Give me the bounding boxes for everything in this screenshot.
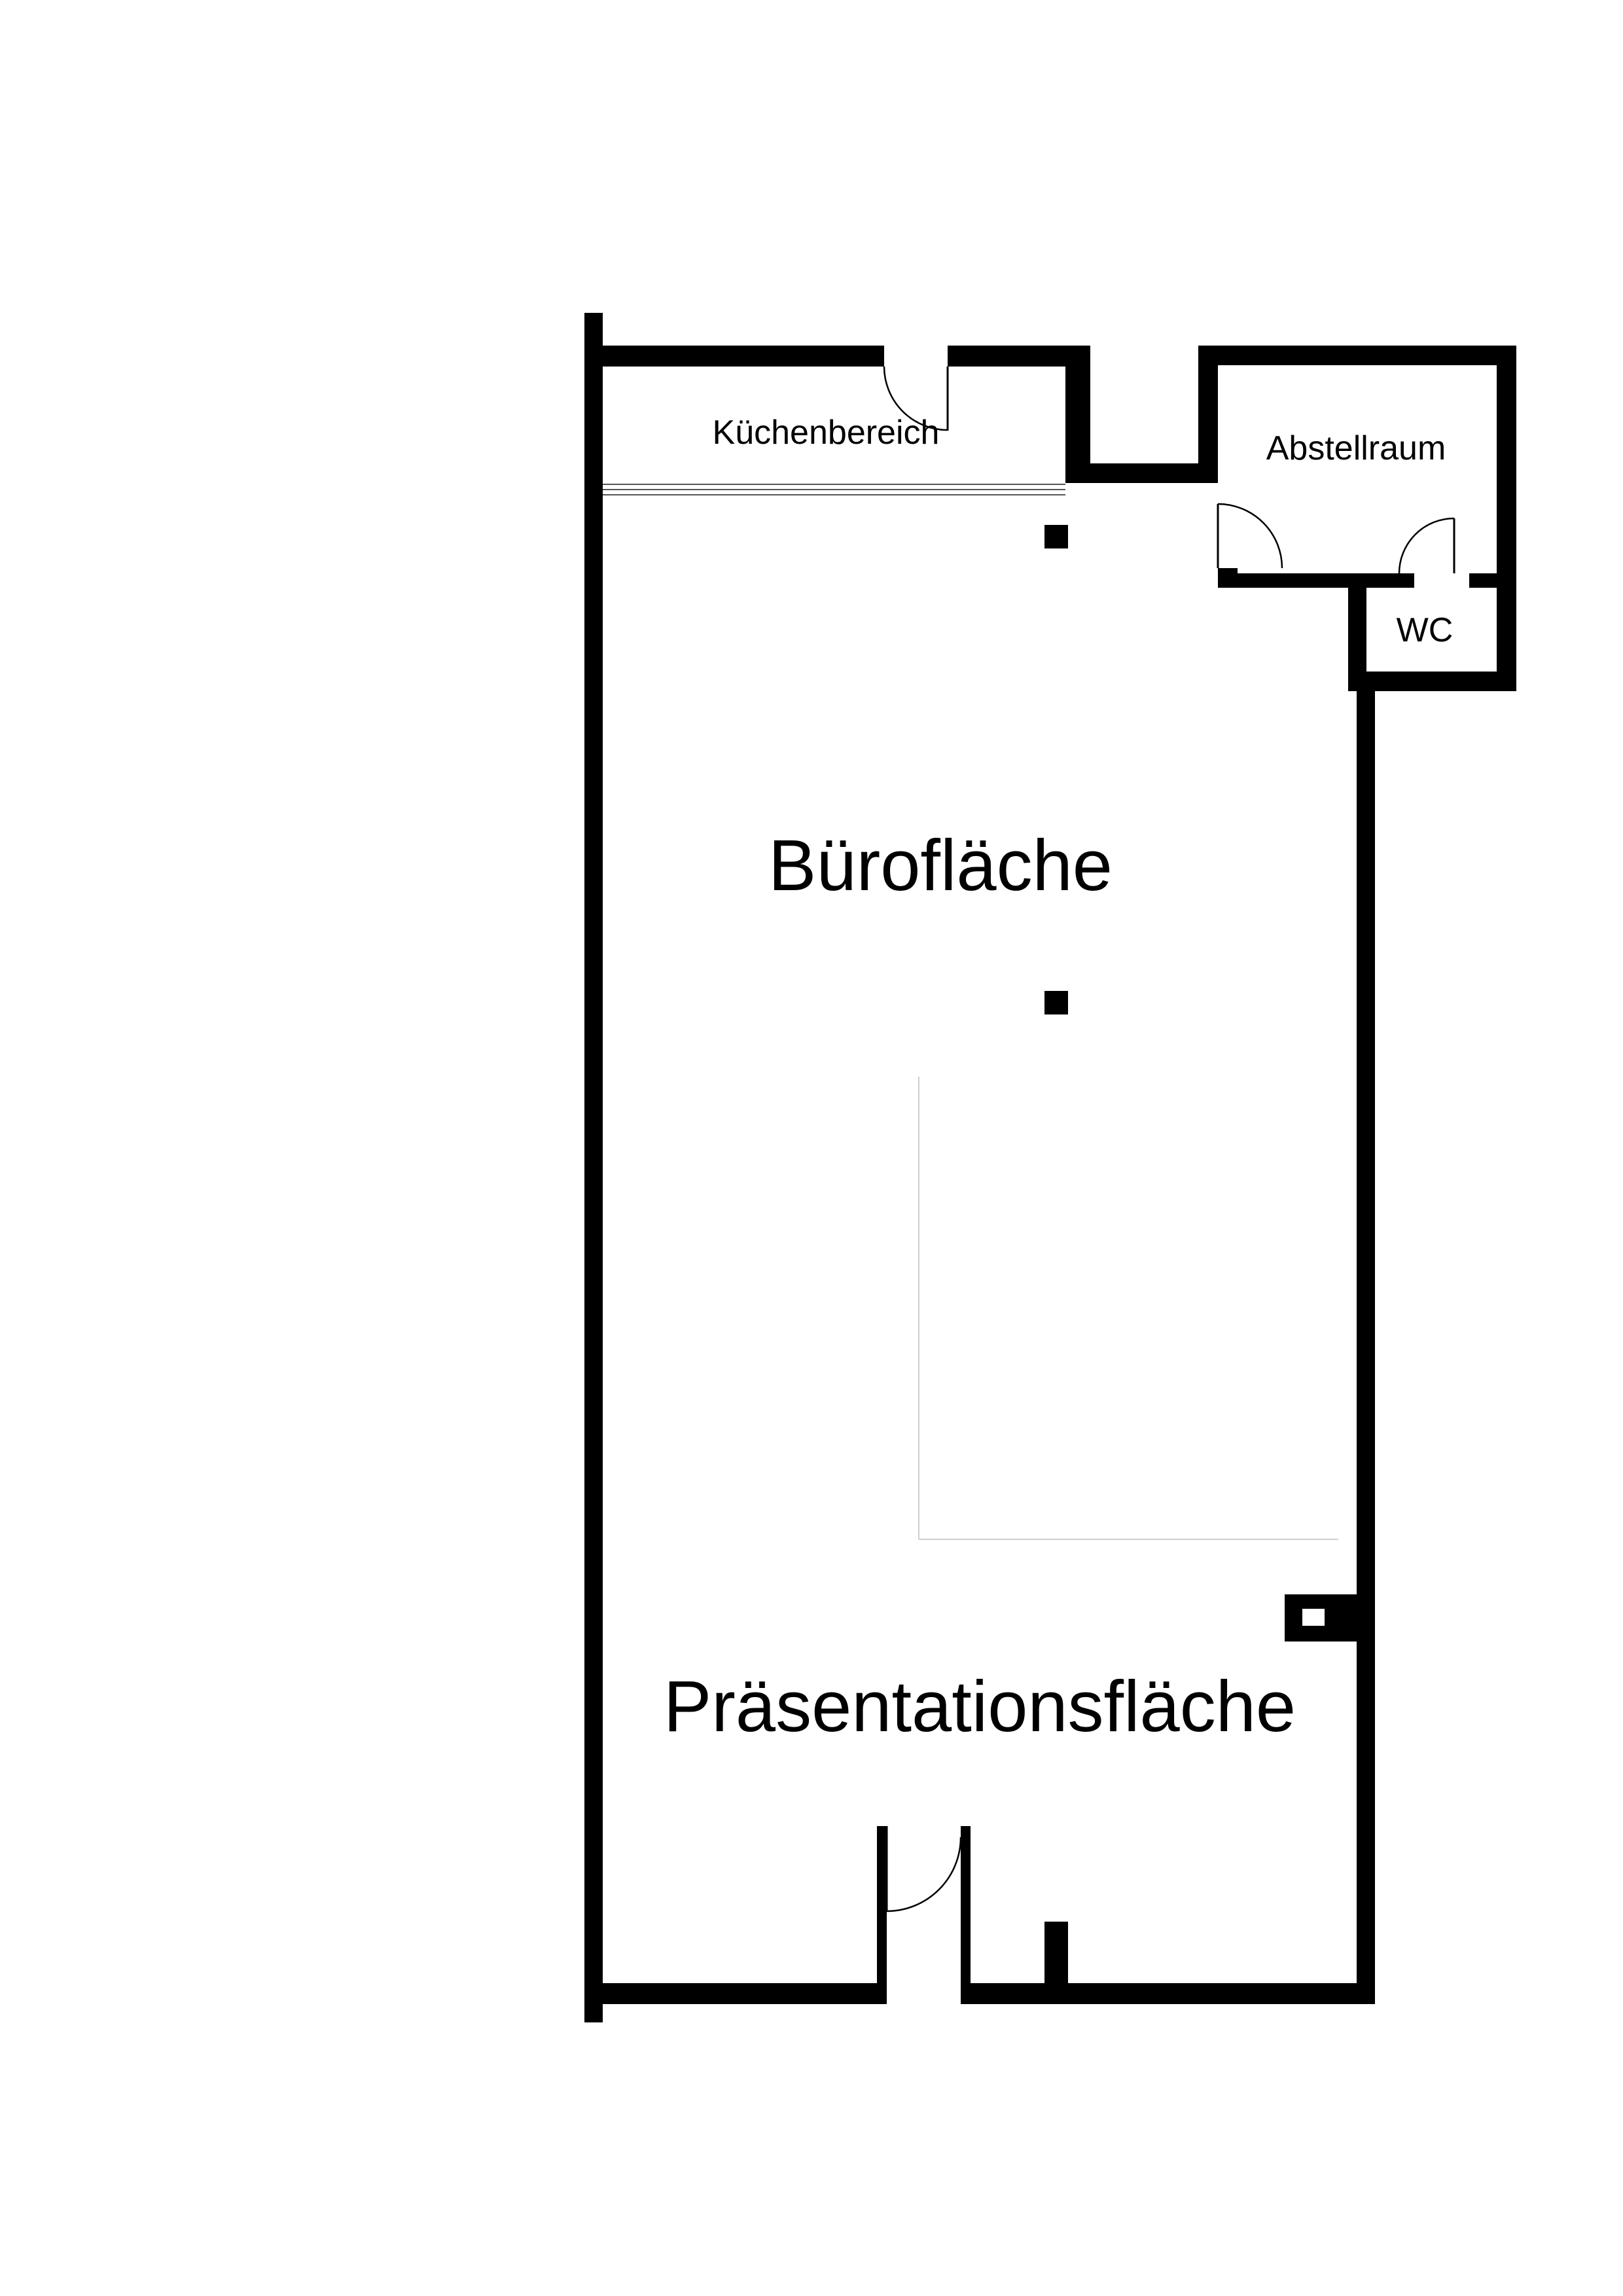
wall-storage-bottom-mid [1218,573,1414,588]
column-top [1044,525,1068,548]
kitchen-partition [603,484,1065,495]
wall-corridor-bottom [1065,463,1218,483]
wall-storage-top [1198,346,1516,365]
room-label-presentation: Präsentationsfläche [664,1666,1296,1747]
door-storage [1217,503,1283,569]
wall-wc-bottom [1348,672,1516,691]
door-entrance [885,1826,962,1912]
wall-left [584,313,603,2022]
wall-bottom-left [584,1983,887,2004]
wall-bottom-right [963,1983,1375,2004]
room-label-storage: Abstellraum [1266,429,1446,467]
room-label-wc: WC [1397,611,1454,649]
wall-right [1357,672,1375,2003]
wall-storage-right [1497,346,1516,691]
room-label-kitchen: Küchenbereich [713,414,940,452]
wall-entrance-jamb-left [877,1826,887,2004]
wall-entrance-jamb-right [961,1826,971,2004]
wall-kitchen-right [1065,346,1090,483]
column-middle [1044,991,1068,1014]
walls [584,313,1516,2022]
wall-storage-bottom-right [1469,573,1516,588]
interior-outline [918,1077,1338,1540]
room-label-office: Bürofläche [768,825,1113,906]
shaft-opening [1302,1609,1325,1626]
door-wc [1398,517,1455,574]
wall-storage-left [1198,346,1218,483]
wall-stub-bottom [1044,1922,1068,1984]
door-kitchen [883,366,949,431]
wall-top-kitchen-left [584,346,884,367]
